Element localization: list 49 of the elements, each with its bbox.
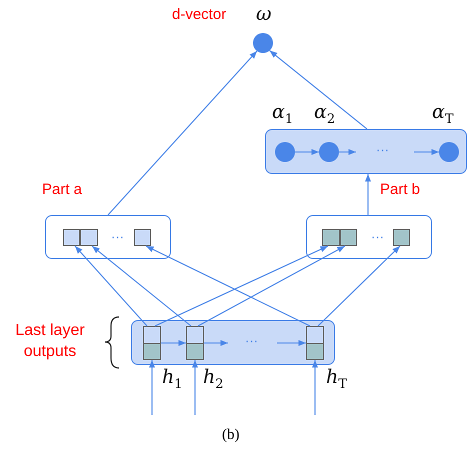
math-symbol: α$_{T}$ bbox=[432, 103, 454, 126]
part-label: Part b bbox=[380, 182, 420, 197]
layer-panel bbox=[265, 129, 467, 174]
vector-cell bbox=[322, 229, 340, 246]
math-symbol: h$_{1}$ bbox=[162, 368, 183, 391]
output-label: d-vector bbox=[172, 7, 226, 22]
arrow bbox=[295, 148, 319, 156]
math-symbol: h$_{2}$ bbox=[203, 368, 224, 391]
arrow bbox=[364, 174, 372, 215]
node-circle bbox=[275, 142, 295, 162]
vector-cell bbox=[80, 229, 98, 246]
arrow bbox=[92, 246, 192, 326]
arrow bbox=[339, 148, 356, 156]
hidden-state-cell bbox=[143, 326, 161, 360]
arrow bbox=[198, 246, 346, 326]
arrow bbox=[277, 340, 306, 346]
ellipsis: ··· bbox=[245, 334, 258, 347]
math-symbol: α$_{2}$ bbox=[314, 103, 336, 126]
arrow bbox=[204, 340, 228, 346]
arrow bbox=[269, 50, 368, 130]
part-panel bbox=[306, 215, 432, 259]
hidden-state-cell bbox=[306, 326, 324, 360]
hidden-state-cell bbox=[186, 326, 204, 360]
arrow bbox=[414, 148, 439, 156]
layer-panel bbox=[131, 320, 335, 365]
arrow bbox=[108, 50, 258, 216]
node-circle bbox=[439, 142, 459, 162]
vector-cell bbox=[134, 229, 151, 246]
node-circle bbox=[253, 33, 273, 53]
layer-label: Last layer outputs bbox=[14, 321, 86, 362]
vector-cell bbox=[340, 229, 357, 246]
arrow bbox=[312, 360, 318, 415]
arrow bbox=[161, 340, 186, 346]
part-label: Part a bbox=[42, 182, 82, 197]
arrow bbox=[148, 360, 156, 415]
vector-cell bbox=[393, 229, 410, 246]
arrow bbox=[318, 246, 400, 326]
math-symbol: h$_{T}$ bbox=[326, 368, 347, 391]
arrow bbox=[192, 360, 198, 415]
caption: (b) bbox=[222, 428, 240, 443]
ellipsis: ··· bbox=[111, 230, 124, 243]
part-panel bbox=[45, 215, 171, 259]
node-circle bbox=[319, 142, 339, 162]
ellipsis: ··· bbox=[371, 230, 384, 243]
vector-cell bbox=[63, 229, 80, 246]
math-symbol: ω bbox=[256, 5, 272, 24]
ellipsis: ··· bbox=[376, 143, 389, 156]
math-symbol: α$_{1}$ bbox=[272, 103, 294, 126]
arrow bbox=[74, 246, 148, 326]
